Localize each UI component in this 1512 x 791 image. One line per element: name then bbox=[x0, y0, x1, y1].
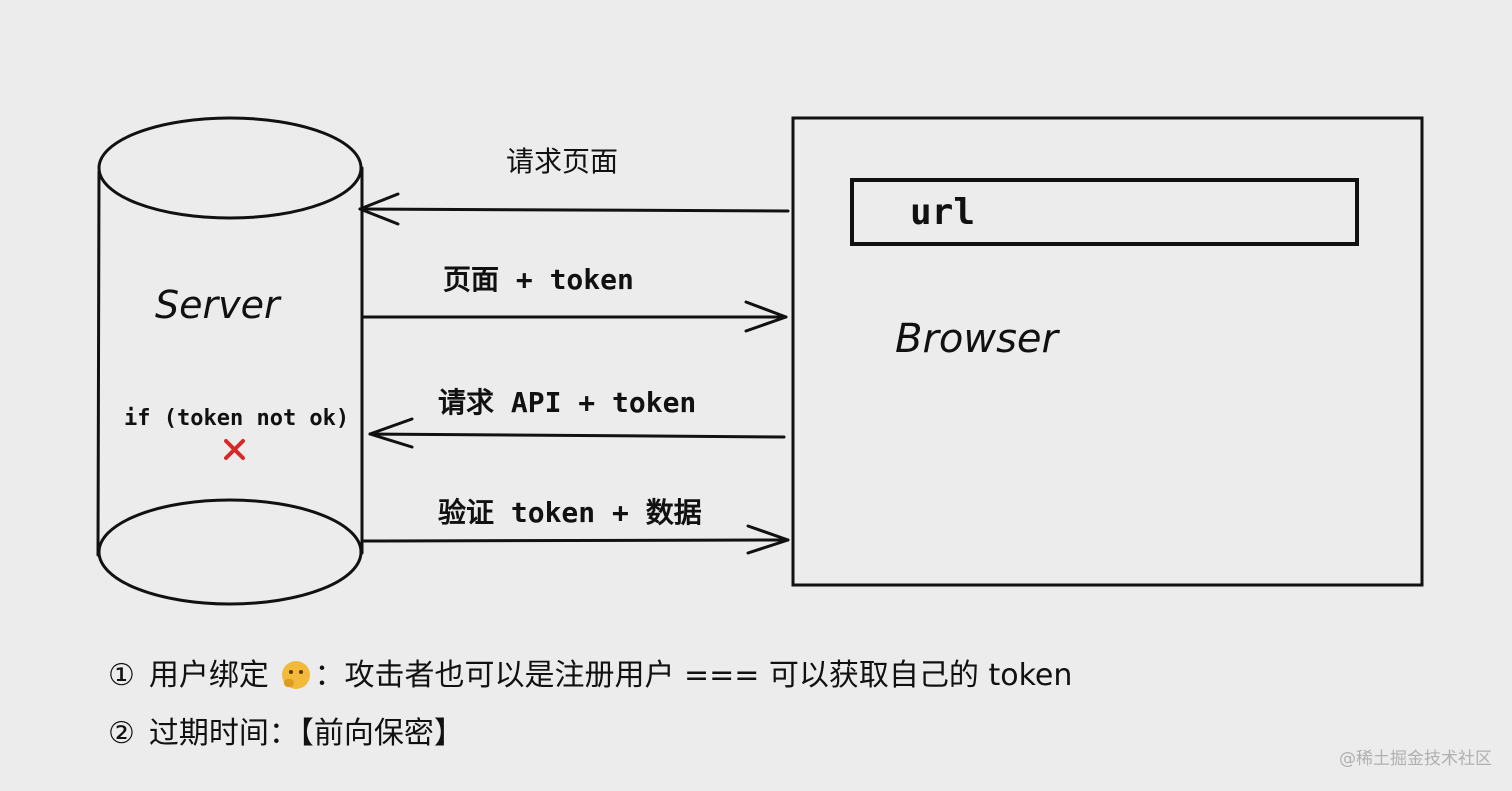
arrow-request-page bbox=[358, 192, 790, 226]
url-bar-text: url bbox=[910, 192, 975, 233]
arrow-label-request-page: 请求页面 bbox=[506, 145, 618, 178]
browser-frame bbox=[791, 116, 1424, 587]
note-2-mark: ② bbox=[108, 716, 135, 751]
arrow-verify-data bbox=[362, 524, 790, 555]
thinking-face-icon bbox=[282, 661, 311, 689]
browser-label: Browser bbox=[895, 316, 1061, 362]
arrow-label-page-token: 页面 + token bbox=[443, 263, 634, 296]
arrow-label-verify-data: 验证 token + 数据 bbox=[438, 496, 702, 529]
url-bar bbox=[850, 178, 1359, 246]
server-cylinder bbox=[96, 116, 364, 606]
watermark: @稀土掘金技术社区 bbox=[1339, 749, 1492, 769]
arrow-request-api bbox=[368, 417, 786, 449]
note-1-mark: ① bbox=[108, 658, 135, 693]
cylinder-bottom bbox=[97, 498, 363, 606]
note-1-text-before: 用户绑定 bbox=[148, 658, 269, 693]
arrow-label-request-api: 请求 API + token bbox=[438, 386, 696, 419]
cylinder-left-wall bbox=[96, 170, 101, 557]
cylinder-top bbox=[97, 116, 363, 220]
browser-window bbox=[791, 116, 1424, 587]
server-condition: if (token not ok) bbox=[124, 406, 349, 431]
note-1-text-after: ：攻击者也可以是注册用户 === 可以获取自己的 token bbox=[314, 658, 1073, 693]
server-label: Server bbox=[155, 283, 282, 327]
note-2-text: 过期时间：【前向保密】 bbox=[148, 716, 464, 751]
arrows bbox=[358, 192, 790, 555]
note-2: ② 过期时间：【前向保密】 bbox=[108, 708, 464, 752]
note-1: ① 用户绑定 ：攻击者也可以是注册用户 === 可以获取自己的 token bbox=[108, 650, 1072, 694]
cross-icon bbox=[224, 439, 245, 460]
arrow-page-token bbox=[362, 300, 788, 333]
